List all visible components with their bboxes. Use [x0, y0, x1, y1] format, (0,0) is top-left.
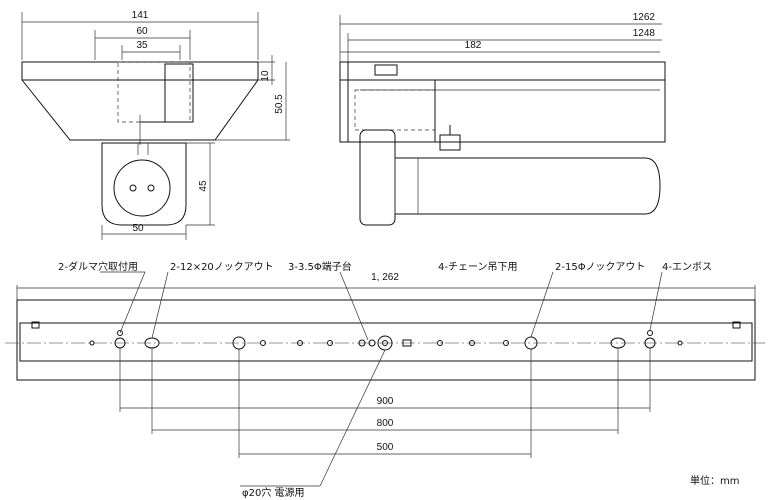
dim-1248: 1248 [633, 28, 656, 39]
callout-chain: 4-チェーン吊下用 [438, 261, 517, 273]
plan-housing [16, 299, 756, 381]
dim-182: 182 [465, 40, 482, 51]
plan-inner-channel [19, 322, 753, 362]
unit-label: 単位：mm [690, 474, 739, 487]
side-lamp-holder [359, 129, 396, 226]
terminal-block-hole-1 [358, 339, 366, 347]
dim-60: 60 [136, 26, 148, 37]
dim-50: 50 [132, 223, 144, 234]
dim-35: 35 [136, 40, 148, 51]
dim-10: 10 [260, 70, 271, 82]
callout-daruma: 2-ダルマ穴取付用 [58, 260, 138, 273]
dim-900: 900 [377, 396, 394, 407]
plan-view: 1, 262 2-ダルマ穴取付用 2-12×2 [5, 260, 765, 499]
lamp-socket-circle [113, 159, 171, 217]
side-housing [339, 61, 666, 143]
end-view: 141 60 35 10 50.5 45 [21, 10, 290, 240]
terminal-block-hole-2 [368, 339, 376, 347]
callout-knockout-12x20: 2-12×20ノックアウト [170, 261, 274, 273]
side-view: 1262 1248 182 [339, 12, 666, 226]
dim-50-5: 50.5 [274, 94, 285, 114]
dim-500: 500 [377, 442, 394, 453]
fluorescent-tube [394, 157, 661, 215]
dim-overall: 1, 262 [371, 272, 399, 283]
dim-141: 141 [132, 10, 149, 21]
dim-1262: 1262 [633, 12, 656, 23]
callout-knockout-15: 2-15Φノックアウト [555, 261, 645, 273]
callout-terminal: 3-3.5Φ端子台 [288, 260, 352, 273]
lamp-holder [101, 142, 187, 226]
dim-45: 45 [198, 180, 209, 192]
callout-emboss: 4-エンボス [662, 261, 712, 273]
callout-power-hole: φ20穴 電源用 [242, 486, 305, 499]
dim-800: 800 [377, 418, 394, 429]
